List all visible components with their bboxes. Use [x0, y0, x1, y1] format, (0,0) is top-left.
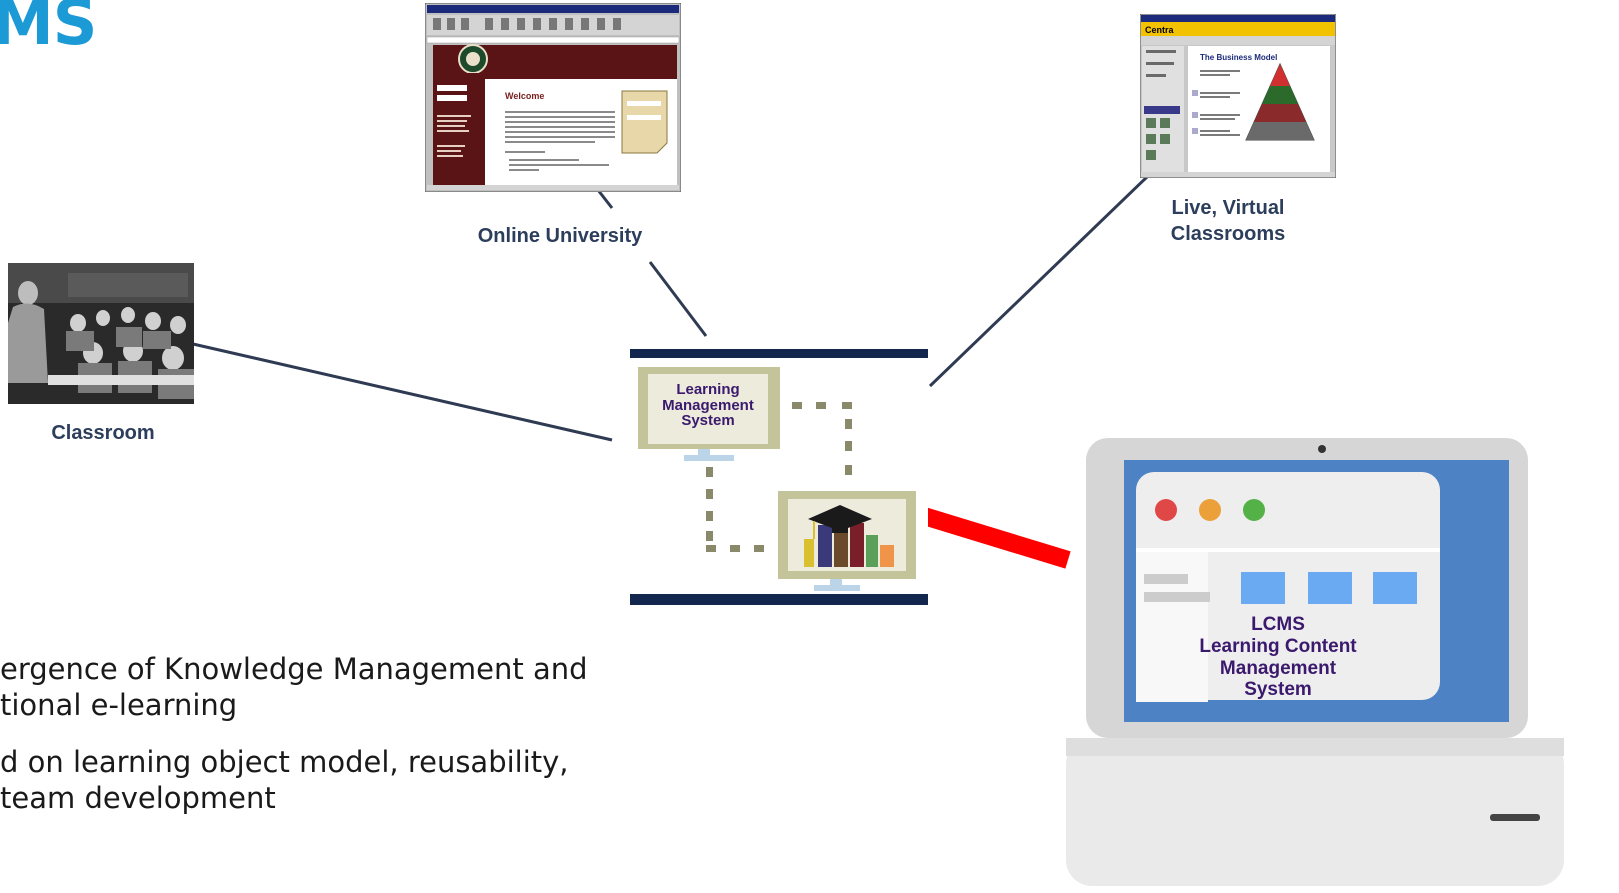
virtual-classroom-heading: The Business Model — [1200, 53, 1277, 62]
graduation-cap-icon — [808, 505, 872, 531]
connector-online-university-lms-upper — [596, 189, 614, 209]
bullet-1-line2: tional e-learning — [0, 688, 238, 722]
window-maximize-dot-icon — [1243, 499, 1265, 521]
laptop-slot — [1490, 814, 1540, 821]
virtual-classroom-screenshot: Centra The Business Model — [1140, 14, 1336, 178]
bullet-2-line1: d on learning object model, reusability, — [0, 745, 569, 779]
lms-frame-bottom — [630, 594, 928, 605]
bullet-2-line2: team development — [0, 781, 276, 815]
lcms-laptop: LCMS Learning Content Management System — [1066, 438, 1564, 886]
connector-virtual-classroom-lms — [928, 174, 1150, 388]
label-online-university: Online University — [477, 225, 643, 247]
centra-logo: Centra — [1145, 25, 1175, 35]
connector-lms-lcms — [921, 507, 1071, 569]
lms-dashed-path — [706, 402, 852, 552]
window-minimize-dot-icon — [1199, 499, 1221, 521]
lms-graphic: Learning Management System — [630, 349, 928, 605]
lcms-label-line4: System — [1244, 679, 1312, 700]
connector-classroom-lms — [192, 342, 613, 442]
bullet-2: d on learning object model, reusability,… — [0, 744, 569, 816]
slide-title: MS — [0, 0, 97, 59]
window-close-dot-icon — [1155, 499, 1177, 521]
lms-label-line1: Learning — [676, 381, 739, 398]
classroom-photo — [8, 263, 194, 404]
online-university-welcome: Welcome — [505, 91, 544, 101]
lcms-label-line1: LCMS — [1251, 614, 1305, 635]
laptop-camera-icon — [1318, 445, 1326, 453]
laptop-base — [1066, 738, 1564, 886]
lcms-label-line3: Management — [1220, 658, 1337, 679]
label-live-virtual-line2: Classrooms — [1170, 223, 1286, 245]
label-live-virtual-line1: Live, Virtual — [1171, 197, 1285, 219]
connector-online-university-lms — [648, 261, 708, 337]
bullet-1: ergence of Knowledge Management and tion… — [0, 651, 588, 723]
online-university-screenshot: Welcome — [425, 3, 681, 192]
lms-frame-top — [630, 349, 928, 358]
label-classroom: Classroom — [51, 422, 155, 444]
lcms-label-line2: Learning Content — [1199, 636, 1357, 657]
lms-label-line2: Management — [662, 397, 754, 414]
label-live-virtual-classrooms: Live, Virtual Classrooms — [1138, 195, 1318, 247]
bullet-1-line1: ergence of Knowledge Management and — [0, 652, 588, 686]
lcms-window — [1136, 472, 1440, 700]
lms-label-line3: System — [681, 412, 734, 429]
